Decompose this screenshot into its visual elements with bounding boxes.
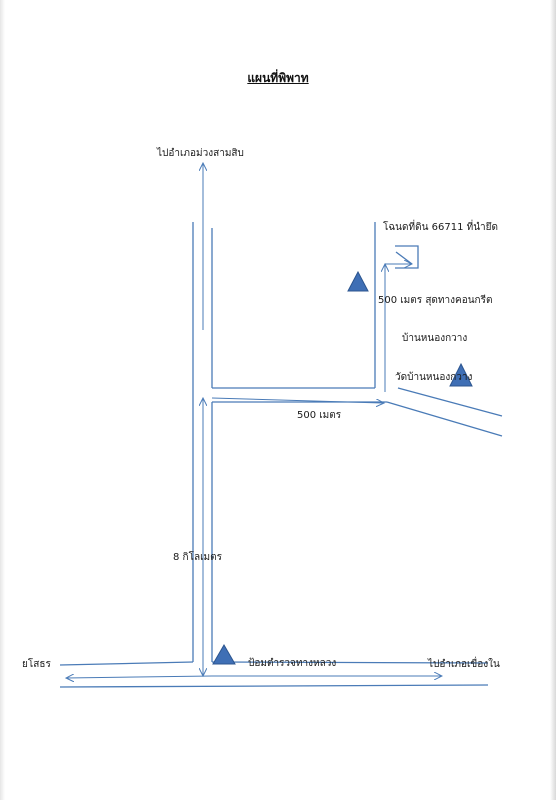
- label-police-post: ป้อมตำรวจทางหลวง: [248, 658, 337, 669]
- marker-triangle-police: [212, 644, 236, 665]
- marker-triangle-temple: [449, 362, 473, 387]
- label-land-deed: โฉนดที่ดิน 66711 ที่นำยึด: [383, 222, 498, 233]
- land-plot: [395, 245, 419, 269]
- label-distance-500m: 500 เมตร: [297, 410, 342, 421]
- arrow-west-highway: [66, 676, 213, 678]
- page-edge-left: [0, 0, 5, 800]
- page-edge-right: [550, 0, 556, 800]
- marker-triangle-land: [347, 270, 369, 292]
- north-south-road: [192, 222, 213, 662]
- direction-arrows: [66, 163, 442, 678]
- label-east-destination: ไปอำเภอเขื่องใน: [428, 659, 500, 670]
- label-dirt-road: 500 เมตร สุดทางคอนกรีต: [378, 295, 493, 306]
- label-north-destination: ไปอำเภอม่วงสามสิบ: [157, 148, 244, 159]
- arrow-east-500m: [211, 397, 384, 403]
- label-temple: วัดบ้านหนองกวาง: [395, 372, 473, 383]
- village-access-road: [212, 222, 503, 437]
- map-title: แผนที่พิพาท: [247, 71, 309, 85]
- label-village: บ้านหนองกวาง: [402, 333, 468, 344]
- label-yasothon: ยโสธร: [22, 659, 51, 670]
- highway-road: [59, 661, 489, 688]
- label-distance-8km: 8 กิโลเมตร: [173, 552, 222, 563]
